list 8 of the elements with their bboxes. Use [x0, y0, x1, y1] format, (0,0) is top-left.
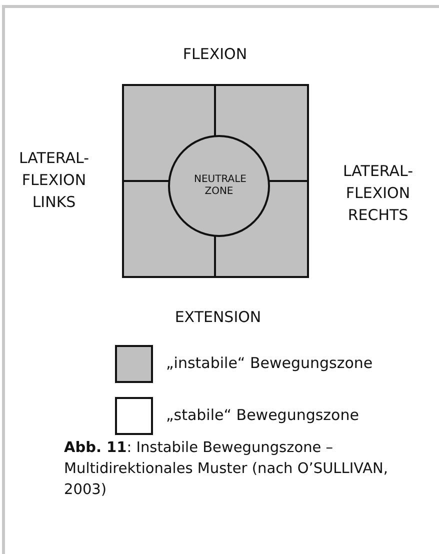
legend-label: „instabile“ Bewegungszone	[166, 354, 373, 372]
figure-caption: Abb. 11: Instabile Bewegungszone – Multidirektionales Muster (nach O’SULLIVAN, 2003)	[64, 439, 389, 500]
legend-label: „stabile“ Bewegungszone	[166, 406, 359, 424]
zone-label: NEUTRALE ZONE	[194, 174, 244, 198]
direction-label: LATERAL- FLEXION LINKS	[18, 148, 90, 213]
direction-label: LATERAL- FLEXION RECHTS	[342, 161, 414, 226]
direction-label: EXTENSION	[174, 307, 262, 328]
direction-label: FLEXION	[182, 44, 248, 65]
